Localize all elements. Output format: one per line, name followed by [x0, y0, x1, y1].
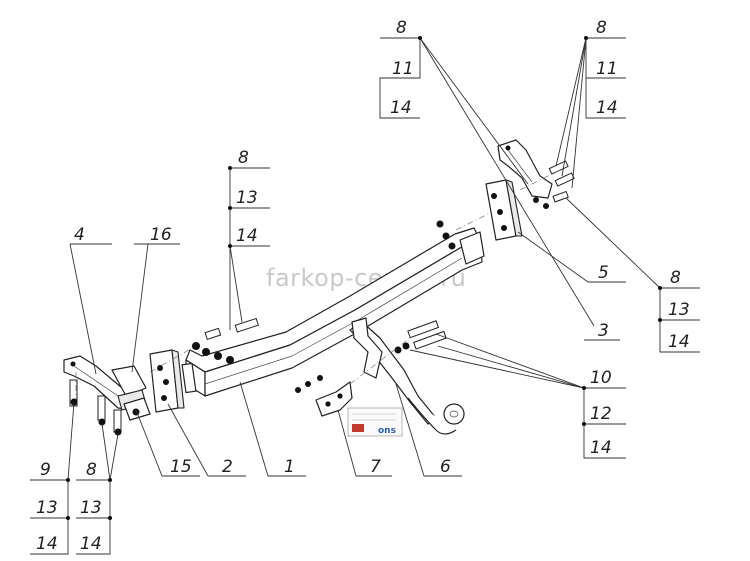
callout-label: 13	[236, 188, 258, 208]
callout-bottom-left-a: 9 13 14	[36, 460, 58, 554]
fasteners	[69, 160, 575, 436]
callout-label: 8	[238, 148, 249, 168]
callout-label: 13	[80, 498, 102, 518]
part-label-3: 3	[598, 321, 609, 341]
callout-label: 8	[596, 18, 607, 38]
part-labels: 4 16 15 2 1 7 6 3 5	[74, 225, 609, 477]
part-label-5: 5	[598, 263, 609, 283]
callout-label: 12	[590, 404, 612, 424]
side-plate-left-part-2	[149, 349, 185, 413]
leader-lines	[30, 36, 700, 555]
identification-plate: ons	[347, 407, 403, 437]
callout-label: 14	[596, 98, 618, 118]
callout-label: 13	[668, 300, 690, 320]
callout-label: 14	[80, 534, 102, 554]
callout-label: 14	[390, 98, 412, 118]
callout-label: 9	[40, 460, 51, 480]
part-label-2: 2	[222, 457, 233, 477]
callout-top-center: 8 11 14	[390, 18, 414, 118]
callout-label: 10	[590, 368, 612, 388]
part-label-7: 7	[370, 457, 381, 477]
main-crossbar-part-1	[181, 227, 485, 397]
ball-mount-part-6	[349, 317, 465, 435]
callout-right-low: 10 12 14	[590, 368, 612, 458]
callout-label: 14	[36, 534, 58, 554]
callout-label: 11	[392, 59, 414, 79]
center-lines	[75, 169, 561, 400]
part-label-1: 1	[284, 457, 295, 477]
part-label-16: 16	[150, 225, 172, 245]
plate-text: ons	[378, 426, 396, 436]
callout-label: 14	[236, 226, 258, 246]
callout-label: 11	[596, 59, 618, 79]
callout-mid-left: 8 13 14	[236, 148, 258, 246]
callout-label: 8	[86, 460, 97, 480]
callout-label: 8	[670, 268, 681, 288]
callout-label: 13	[36, 498, 58, 518]
callout-label: 8	[396, 18, 407, 38]
socket-bracket-part-7	[315, 381, 353, 417]
side-plate-right-part-5	[485, 179, 523, 241]
callout-label: 14	[590, 438, 612, 458]
callout-right-mid: 8 13 14	[668, 268, 690, 352]
callout-label: 14	[668, 332, 690, 352]
part-label-6: 6	[440, 457, 451, 477]
bracket-right-part-3	[497, 139, 553, 199]
callout-top-right: 8 11 14	[596, 18, 618, 118]
part-label-15: 15	[170, 457, 192, 477]
part-label-4: 4	[74, 225, 85, 245]
callout-bottom-left-b: 8 13 14	[80, 460, 102, 554]
